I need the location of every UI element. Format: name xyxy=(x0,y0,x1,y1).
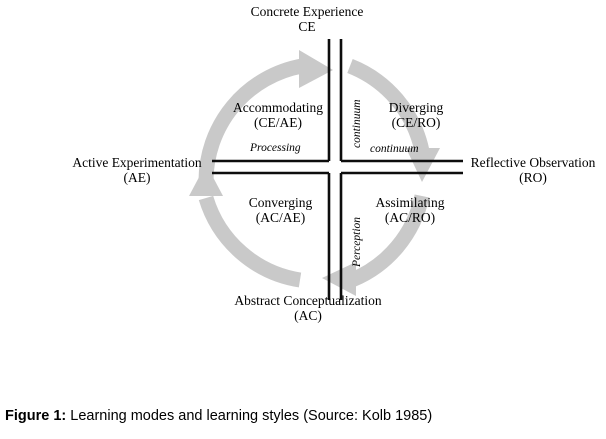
pole-ro-name: Reflective Observation xyxy=(470,155,596,170)
quadrant-assimilating-modes: (AC/RO) xyxy=(384,209,436,225)
axis-caption-processing: Processing xyxy=(250,142,301,154)
quadrant-label-assimilating: Assimilating (AC/RO) xyxy=(358,195,462,226)
pole-ce-abbr: CE xyxy=(298,18,316,34)
arc-ae-to-ce-arrowhead xyxy=(299,50,333,88)
quadrant-diverging-modes: (CE/RO) xyxy=(391,114,441,130)
axis-cross-group xyxy=(212,39,463,300)
axis-caption-perception: Perception xyxy=(351,216,363,267)
quadrant-accommodating-modes: (CE/AE) xyxy=(254,114,302,130)
pole-ro-abbr: (RO) xyxy=(519,169,547,185)
axis-corner-top-left xyxy=(212,39,331,163)
quadrant-converging-style: Converging xyxy=(248,195,313,210)
arc-ce-to-ro xyxy=(347,59,440,182)
arc-ae-to-ce-body xyxy=(198,58,304,183)
diagram-graphics xyxy=(189,39,463,300)
pole-ce-name: Concrete Experience xyxy=(250,4,364,19)
axis-caption-horizontal-continuum: continuum xyxy=(370,143,419,155)
pole-ae-name: Active Experimentation xyxy=(72,155,202,170)
pole-ac-abbr: (AC) xyxy=(294,307,322,323)
figure-caption-label: Figure 1: xyxy=(5,408,67,424)
quadrant-accommodating-style: Accommodating xyxy=(233,100,323,115)
figure-caption-text: Learning modes and learning styles (Sour… xyxy=(66,408,433,424)
pole-ac-name: Abstract Conceptualization xyxy=(234,293,382,308)
pole-label-concrete-experience: Concrete Experience CE xyxy=(232,4,382,34)
quadrant-converging-modes: (AC/AE) xyxy=(255,209,306,225)
arc-ae-to-ce xyxy=(198,50,333,183)
arc-ro-to-ac xyxy=(322,194,430,296)
arc-ac-to-ae-arrowhead xyxy=(189,164,223,196)
pole-ae-abbr: (AE) xyxy=(123,169,151,185)
axis-corner-bottom-right xyxy=(339,171,463,300)
pole-label-abstract-conceptualization: Abstract Conceptualization (AC) xyxy=(228,293,388,323)
figure-caption: Figure 1: Learning modes and learning st… xyxy=(5,408,601,425)
arc-ce-to-ro-body xyxy=(347,59,430,153)
kolb-learning-cycle-diagram: Concrete Experience CE Reflective Observ… xyxy=(62,4,600,323)
quadrant-label-accommodating: Accommodating (CE/AE) xyxy=(222,100,334,131)
quadrant-label-diverging: Diverging (CE/RO) xyxy=(366,100,466,131)
cycle-arrows-group xyxy=(189,50,440,296)
axis-caption-vertical-continuum: continuum xyxy=(351,99,363,148)
arc-ac-to-ae xyxy=(189,164,302,288)
axis-corner-bottom-left xyxy=(212,171,331,300)
arc-ro-to-ac-arrowhead xyxy=(322,262,356,296)
pole-label-reflective-observation: Reflective Observation (RO) xyxy=(466,155,600,185)
quadrant-assimilating-style: Assimilating xyxy=(375,195,445,210)
arc-ce-to-ro-arrowhead xyxy=(406,148,440,182)
pole-label-active-experimentation: Active Experimentation (AE) xyxy=(62,155,212,185)
quadrant-label-converging: Converging (AC/AE) xyxy=(228,195,333,226)
arc-ro-to-ac-body xyxy=(348,194,430,287)
arc-ac-to-ae-body xyxy=(198,195,302,288)
quadrant-diverging-style: Diverging xyxy=(388,100,444,115)
axis-corner-top-right xyxy=(339,39,463,163)
